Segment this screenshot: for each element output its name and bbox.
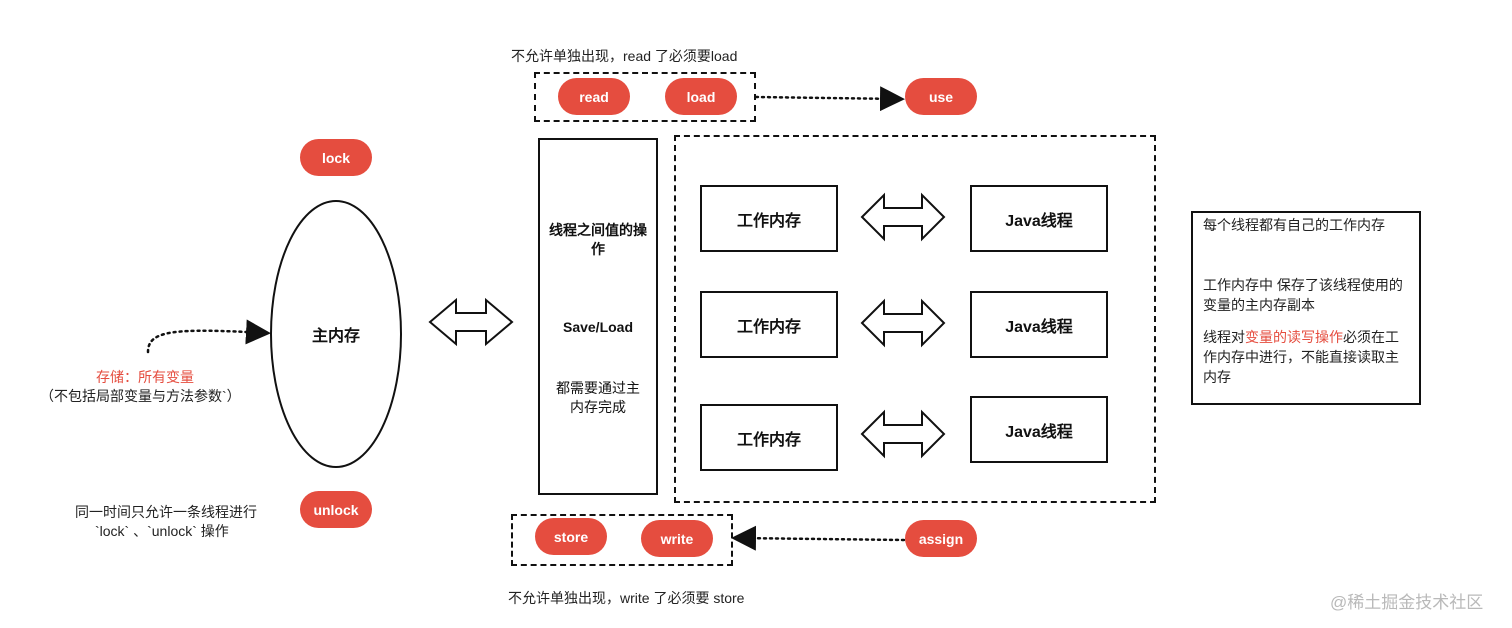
ops-panel: 线程之间值的操作 Save/Load 都需要通过主内存完成 xyxy=(538,138,658,495)
storage-title: 存储：所有变量 xyxy=(96,369,194,385)
java-thread-box-3: Java线程 xyxy=(970,396,1108,463)
side-note-line1: 每个线程都有自己的工作内存 xyxy=(1203,217,1385,233)
side-note-line3-before: 线程对 xyxy=(1203,329,1245,345)
unlock-pill: unlock xyxy=(300,491,372,528)
lock-pill: lock xyxy=(300,139,372,176)
ops-panel-save-load: Save/Load xyxy=(562,319,634,335)
threads-group xyxy=(674,135,1156,503)
side-note-line3-red: 变量的读写操作 xyxy=(1245,329,1343,345)
java-thread-box-1: Java线程 xyxy=(970,185,1108,252)
ops-panel-title: 线程之间值的操作 xyxy=(549,222,647,257)
top-ops-group xyxy=(534,72,756,122)
top-ops-note: 不允许单独出现，read 了必须要load xyxy=(511,48,738,64)
dotted-arrow-storage xyxy=(146,319,271,354)
bottom-ops-group xyxy=(511,514,733,566)
read-pill: read xyxy=(558,78,630,115)
watermark: @稀土掘金技术社区 xyxy=(1330,593,1484,612)
lock-note-line1: 同一时间只允许一条线程进行 xyxy=(75,504,257,520)
dotted-arrow-load-use xyxy=(754,86,905,112)
side-note-box: 每个线程都有自己的工作内存 工作内存中 保存了该线程使用的变量的主内存副本 线程… xyxy=(1191,211,1421,405)
side-note-line2: 工作内存中 保存了该线程使用的变量的主内存副本 xyxy=(1203,277,1403,313)
bottom-ops-note: 不允许单独出现，write 了必须要 store xyxy=(508,590,745,606)
storage-note: （不包括局部变量与方法参数`） xyxy=(40,388,241,404)
main-memory-ellipse xyxy=(270,200,402,468)
dotted-arrow-assign-write xyxy=(731,525,906,551)
double-arrow-thread-2 xyxy=(860,298,946,348)
side-note-line3-after: 必须在工作内存中进行，不能直接读取主内存 xyxy=(1203,329,1399,385)
work-memory-box-2: 工作内存 xyxy=(700,291,838,358)
side-note-line3: 线程对变量的读写操作必须在工作内存中进行，不能直接读取主内存 xyxy=(1203,327,1409,387)
lock-note-line2: `lock` 、`unlock` 操作 xyxy=(95,523,229,539)
double-arrow-thread-1 xyxy=(860,192,946,242)
store-pill: store xyxy=(535,518,607,555)
ops-panel-desc: 都需要通过主内存完成 xyxy=(556,380,640,415)
work-memory-box-1: 工作内存 xyxy=(700,185,838,252)
work-memory-box-3: 工作内存 xyxy=(700,404,838,471)
assign-pill: assign xyxy=(905,520,977,557)
load-pill: load xyxy=(665,78,737,115)
main-memory-label: 主内存 xyxy=(311,328,360,345)
double-arrow-main xyxy=(428,297,514,347)
double-arrow-thread-3 xyxy=(860,409,946,459)
java-thread-box-2: Java线程 xyxy=(970,291,1108,358)
write-pill: write xyxy=(641,520,713,557)
use-pill: use xyxy=(905,78,977,115)
